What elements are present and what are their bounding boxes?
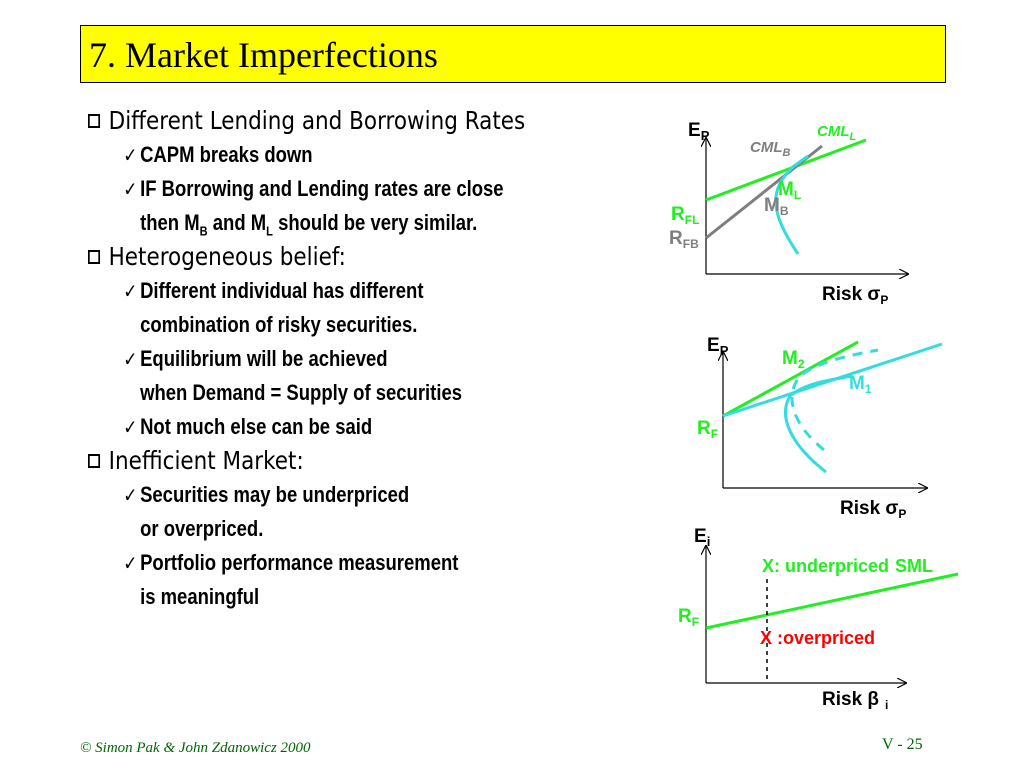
chart2: EP M2 M1 RF Risk σP (697, 335, 943, 521)
sub-bullet-item: ✓Not much else can be said (88, 410, 558, 444)
title-box: 7. Market Imperfections (80, 25, 946, 83)
checkmark-icon: ✓ (123, 347, 138, 371)
chart2-m2-label: M2 (782, 348, 805, 371)
checkbox-square-icon (88, 454, 101, 468)
checkmark-icon: ✓ (123, 177, 138, 201)
chart3-sml-line (705, 572, 959, 630)
bullet-text: Inefficient Market: (108, 446, 304, 475)
footer-page-number: V - 25 (882, 736, 923, 753)
chart2-solid-frontier (784, 374, 853, 474)
chart2-green-line (722, 340, 859, 418)
page-title: 7. Market Imperfections (89, 35, 438, 75)
chart3-overpriced-label: X :overpriced (760, 628, 875, 648)
chart2-ylabel: EP (707, 335, 729, 358)
chart1-ylabel: EP (688, 120, 710, 143)
chart2-xlabel: Risk σP (840, 498, 906, 521)
checkmark-icon: ✓ (123, 483, 138, 507)
sub-bullet-text: should be very similar. (272, 210, 478, 235)
sub-bullet-text: combination of risky securities. (140, 312, 418, 337)
sub-bullet-text: Equilibrium will be achieved (140, 346, 388, 371)
chart1-cml-l-label: CMLL (817, 123, 857, 143)
checkbox-square-icon (88, 250, 101, 264)
chart2-dashed-frontier (790, 348, 879, 452)
sub-bullet-text: is meaningful (140, 584, 260, 609)
checkmark-icon: ✓ (123, 551, 138, 575)
footer-copyright: © Simon Pak & John Zdanowicz 2000 (80, 740, 311, 756)
bullet-item: Inefficient Market: (88, 444, 570, 478)
sub-bullet-continuation: combination of risky securities. (88, 308, 558, 342)
checkmark-icon: ✓ (123, 415, 138, 439)
bullet-text: Different Lending and Borrowing Rates (108, 106, 526, 135)
bullet-item: Heterogeneous belief: (88, 240, 570, 274)
sub-bullet-item: ✓Securities may be underpriced (88, 478, 558, 512)
sub-bullet-item: ✓Equilibrium will be achieved (88, 342, 558, 376)
sub-bullet-text: Portfolio performance measurement (140, 550, 459, 575)
chart1-cml-l-line (705, 138, 867, 202)
checkbox-square-icon (88, 114, 101, 128)
sub-bullet-text: CAPM breaks down (140, 142, 313, 167)
chart1-frontier-curve (774, 154, 809, 255)
sub-bullet-item: ✓IF Borrowing and Lending rates are clos… (88, 172, 558, 206)
chart3-ylabel: Ei (694, 526, 710, 549)
sub-bullet-text: Securities may be underpriced (140, 482, 410, 507)
chart1-m-b-label: MB (764, 195, 789, 218)
chart3-rf-label: RF (678, 606, 699, 629)
chart1-rfb-label: RFB (669, 228, 699, 251)
sub-bullet-text: Not much else can be said (140, 414, 373, 439)
bullet-list: Different Lending and Borrowing Rates✓CA… (88, 104, 648, 614)
bullet-item: Different Lending and Borrowing Rates (88, 104, 570, 138)
sub-bullet-continuation: then MB and ML should be very similar. (88, 206, 558, 240)
sub-bullet-item: ✓Portfolio performance measurement (88, 546, 558, 580)
sub-bullet-item: ✓CAPM breaks down (88, 138, 558, 172)
sub-bullet-continuation: is meaningful (88, 580, 558, 614)
chart1-cml-b-label: CMLB (750, 139, 791, 159)
sub-bullet-text: Different individual has different (140, 278, 424, 303)
sub-bullet-text: when Demand = Supply of securities (140, 380, 463, 405)
chart1-xlabel: Risk σP (822, 284, 888, 307)
sub-bullet-continuation: when Demand = Supply of securities (88, 376, 558, 410)
sub-bullet-text: then M (140, 210, 200, 235)
chart2-rf-label: RF (697, 418, 718, 441)
sub-bullet-text: IF Borrowing and Lending rates are close (140, 176, 504, 201)
chart1: EP CMLL CMLB ML MB RFL RFB Risk σP (669, 120, 908, 307)
subscript-text: B (199, 223, 208, 239)
chart1-m-l-label: ML (778, 179, 801, 202)
sub-bullet-text: or overpriced. (140, 516, 264, 541)
chart1-rfl-label: RFL (671, 204, 699, 227)
sub-bullet-text: and M (207, 210, 267, 235)
sub-bullet-continuation: or overpriced. (88, 512, 558, 546)
subscript-text: L (266, 223, 273, 239)
checkmark-icon: ✓ (123, 279, 138, 303)
bullet-text: Heterogeneous belief: (108, 242, 346, 271)
chart2-m1-label: M1 (849, 373, 872, 396)
checkmark-icon: ✓ (123, 143, 138, 167)
sub-bullet-item: ✓Different individual has different (88, 274, 558, 308)
